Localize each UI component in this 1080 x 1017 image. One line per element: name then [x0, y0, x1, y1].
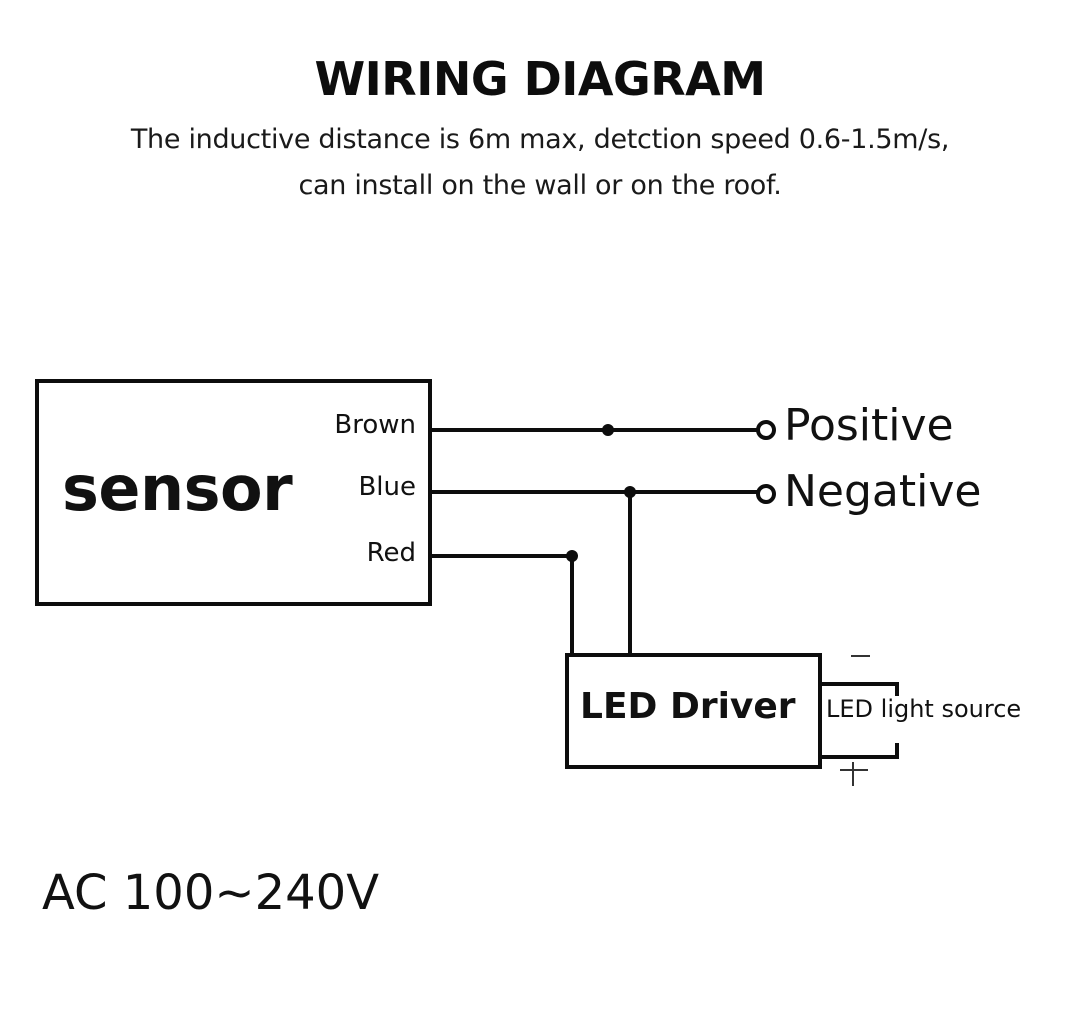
junction-dot-red: [566, 550, 578, 562]
diagram-title: WIRING DIAGRAM: [314, 52, 766, 106]
red-wire: [428, 554, 574, 657]
led-driver-label: LED Driver: [580, 686, 796, 727]
led-light-source-label: LED light source: [826, 695, 1022, 723]
wire-label-red: Red: [366, 538, 416, 568]
led-driver-box: [565, 653, 822, 769]
output-wire-negative: [818, 682, 899, 696]
sensor-label: sensor: [62, 452, 293, 525]
output-wire-positive: [818, 743, 899, 759]
supply-voltage: AC 100~240V: [42, 865, 380, 921]
description-line-2: can install on the wall or on the roof.: [298, 170, 782, 201]
positive-label: Positive: [784, 400, 954, 451]
wire-label-brown: Brown: [334, 410, 416, 440]
positive-terminal-icon: [756, 420, 776, 440]
wire-label-blue: Blue: [358, 472, 416, 502]
description-line-1: The inductive distance is 6m max, detcti…: [130, 124, 950, 155]
negative-terminal-icon: [756, 484, 776, 504]
negative-label: Negative: [784, 466, 982, 517]
junction-dot-brown: [602, 424, 614, 436]
junction-dot-blue: [624, 486, 636, 498]
